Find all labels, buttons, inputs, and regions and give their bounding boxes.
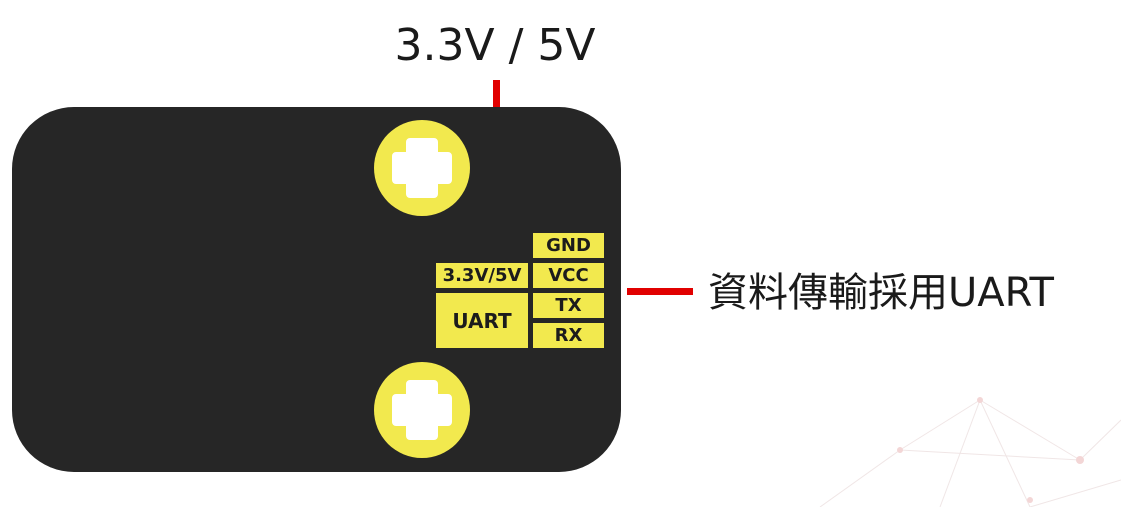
pin-label-vcc: VCC <box>533 263 604 288</box>
mounting-hole-top <box>374 120 470 216</box>
voltage-callout-label: 3.3V / 5V <box>394 20 596 71</box>
uart-callout-line <box>627 288 693 295</box>
cross-hole-icon <box>392 138 452 198</box>
module-board <box>12 107 621 472</box>
silkscreen-voltage-label: 3.3V/5V <box>436 263 528 288</box>
silkscreen-uart-label: UART <box>436 293 528 348</box>
cross-hole-icon <box>392 380 452 440</box>
pin-label-tx: TX <box>533 293 604 318</box>
network-background-decoration <box>819 397 1121 507</box>
pin-label-rx: RX <box>533 323 604 348</box>
uart-callout-label: 資料傳輸採用UART <box>708 270 1054 316</box>
pin-label-gnd: GND <box>533 233 604 258</box>
mounting-hole-bottom <box>374 362 470 458</box>
